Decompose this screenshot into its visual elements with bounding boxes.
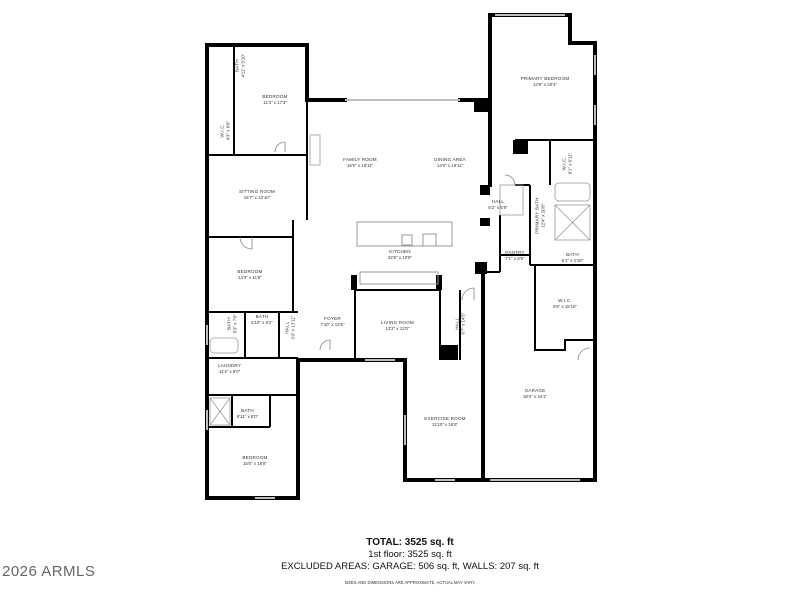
- total-area: TOTAL: 3525 sq. ft: [366, 537, 454, 548]
- room-label-wic-primary: W.I.C.6'1" x 6'11": [561, 152, 573, 175]
- doors: [239, 141, 591, 361]
- floor-area: 1st floor: 3525 sq. ft: [368, 549, 452, 560]
- fixtures: [209, 134, 591, 426]
- room-label-wic-1: W.I.C.4'3" x 6'8": [219, 121, 231, 141]
- windows: [206, 14, 596, 499]
- interior-walls: [207, 45, 595, 428]
- excluded-areas: EXCLUDED AREAS: GARAGE: 506 sq. ft, WALL…: [281, 561, 539, 572]
- room-label-wic-2: W.I.C.9'5" x 15'10": [552, 298, 578, 309]
- exterior-walls: [205, 13, 597, 500]
- watermark: 2026 ARMLS: [2, 563, 96, 580]
- kitchen-island: [356, 221, 453, 285]
- wall-blocks: [351, 100, 528, 360]
- disclaimer: SIZES AND DIMENSIONS ARE APPROXIMATE, AC…: [344, 580, 476, 585]
